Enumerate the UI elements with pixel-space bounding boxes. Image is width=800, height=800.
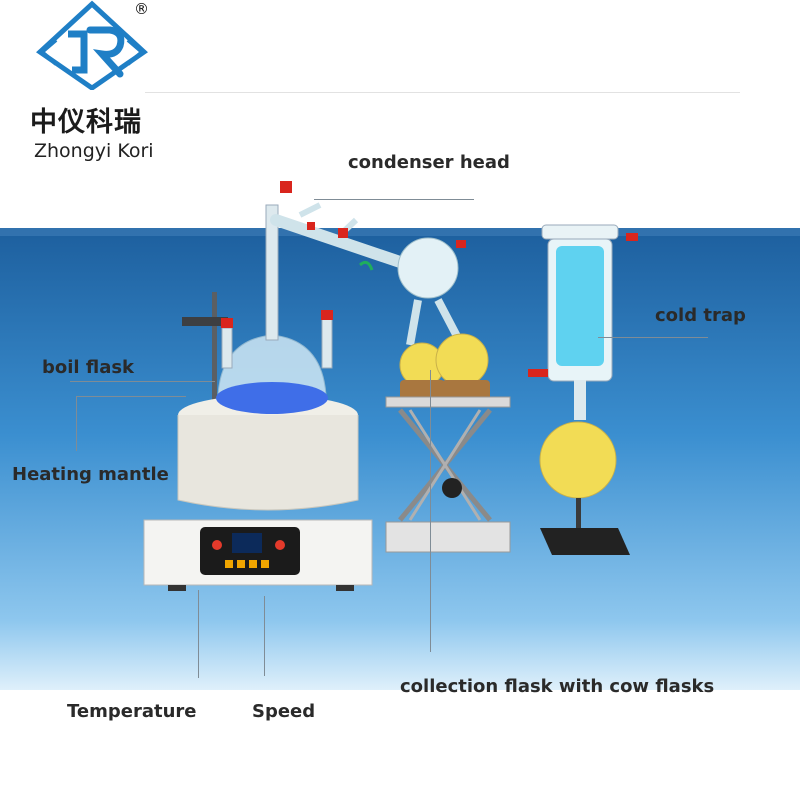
leader-boil-flask [70,381,215,382]
cold-trap [528,224,638,555]
leader-temperature [198,590,199,678]
leader-heating-mantle-h [76,396,186,397]
trademark-symbol: ® [134,0,149,18]
boil-flask [216,181,333,414]
heating-mantle [143,395,373,591]
label-condenser-head: condenser head [348,152,510,173]
brand-logo-icon [36,0,148,90]
label-heating-mantle: Heating mantle [12,464,169,485]
background-band [0,228,800,690]
brand-name-cn: 中仪科瑞 [30,107,142,138]
leader-condenser-head [314,199,474,200]
label-collection-flask: collection flask with cow flasks [400,676,715,697]
label-cold-trap: cold trap [655,305,746,326]
leader-cold-trap [598,337,708,338]
condenser-head [270,202,466,299]
leader-heating-mantle [76,396,77,451]
lab-jack [385,396,511,553]
brand-name-en: Zhongyi Kori [34,140,154,162]
leader-speed [264,596,265,676]
background-band-edge [0,228,800,236]
label-boil-flask: boil flask [42,357,135,378]
label-speed: Speed [252,701,316,722]
collection-flasks [399,298,490,402]
leader-collection [430,370,431,652]
header-divider [145,92,740,93]
label-temperature: Temperature [67,701,197,722]
